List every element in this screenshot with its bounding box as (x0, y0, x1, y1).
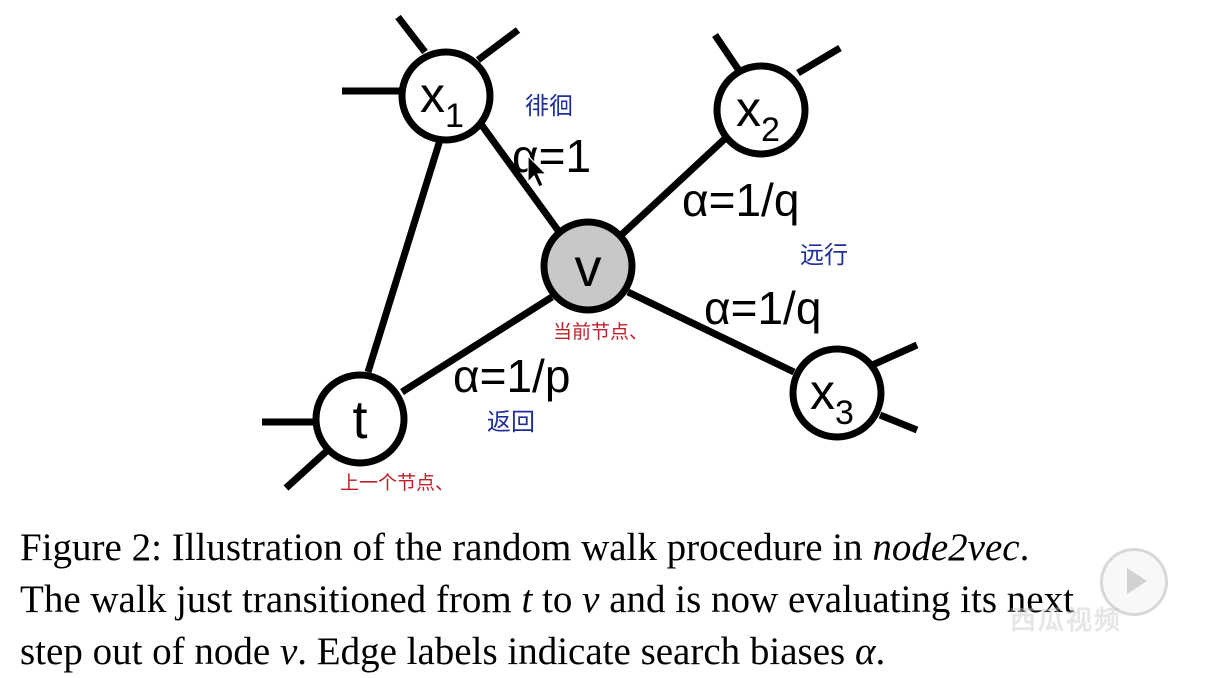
annotation-go-far: 远行 (800, 241, 848, 269)
node-v (540, 218, 636, 314)
annotation-previous-node: 上一个节点、 (340, 472, 454, 494)
caption-line-2: The walk just transitioned from t to v a… (20, 578, 1074, 621)
edge-label-t-v: α=1/p (453, 350, 570, 402)
edge-label-v-x2: α=1/q (682, 174, 799, 226)
annotation-current-node: 当前节点、 (553, 321, 648, 343)
node-x3 (789, 345, 885, 441)
figure-caption: Figure 2: Illustration of the random wal… (20, 522, 1205, 678)
node-t (312, 371, 408, 467)
stub-x2-b (796, 44, 842, 77)
video-watermark: 西瓜视频 (1010, 606, 1123, 636)
node-x2 (713, 62, 809, 158)
node-x3-label: x3 (810, 364, 854, 432)
edge-v-x2 (615, 131, 733, 241)
stub-x3-a (866, 341, 919, 371)
node-t-label: t (352, 390, 367, 450)
edge-t-v (400, 294, 554, 395)
node-x1 (398, 48, 494, 144)
caption-line-3: step out of node v. Edge labels indicate… (20, 630, 886, 673)
edge-x1-t (364, 138, 444, 374)
stub-x1-b (395, 14, 428, 55)
node-x2-label: x2 (736, 81, 780, 149)
annotation-return: 返回 (487, 408, 535, 436)
edge-x1-v (475, 117, 568, 243)
node2vec-random-walk-diagram: x1 x2 x3 v t α=1 α=1/q α=1/q α=1/p 徘徊 远行… (262, 14, 919, 494)
play-circle-icon[interactable] (1100, 548, 1168, 616)
stub-x1-c (475, 27, 521, 63)
edge-label-v-x3: α=1/q (704, 282, 821, 334)
stub-x2-a (712, 33, 743, 74)
stub-x3-b (878, 411, 919, 434)
node-v-label: v (575, 238, 602, 298)
annotation-linger: 徘徊 (525, 92, 573, 120)
edge-label-x1-v: α=1 (512, 130, 591, 182)
node-x1-label: x1 (420, 67, 464, 135)
mouse-cursor-icon (527, 154, 548, 188)
caption-line-1: Figure 2: Illustration of the random wal… (20, 526, 1030, 569)
edge-v-x3 (626, 288, 796, 376)
stub-t-b (283, 445, 333, 491)
